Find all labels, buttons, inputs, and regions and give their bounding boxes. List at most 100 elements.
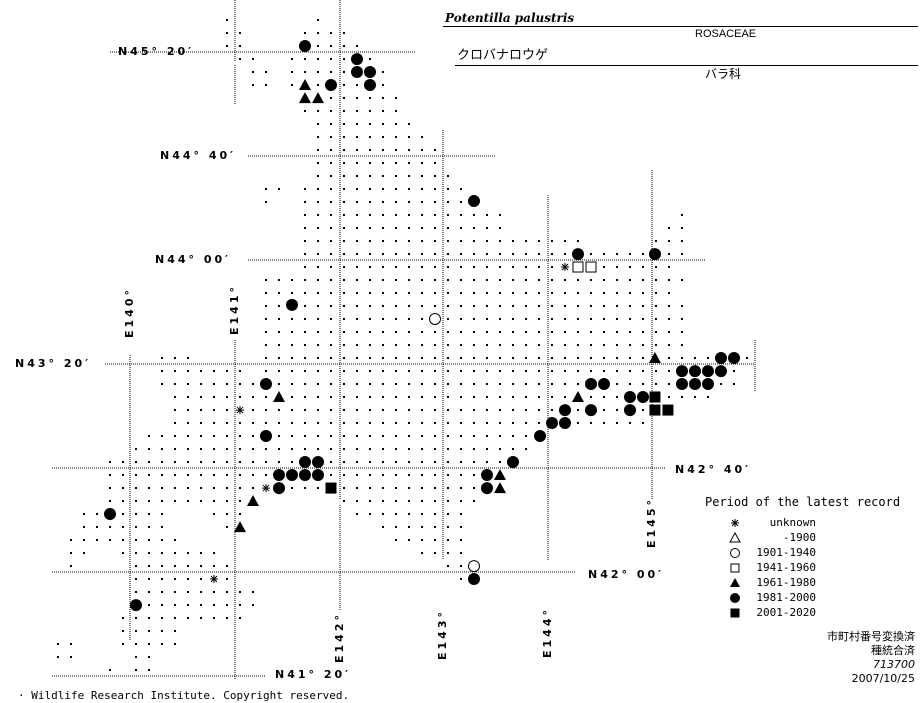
grid-dot	[330, 162, 332, 164]
grid-dot	[434, 240, 436, 242]
grid-dot	[733, 383, 735, 385]
grid-dot	[174, 396, 176, 398]
grid-dot	[96, 513, 98, 515]
grid-dot	[356, 253, 358, 255]
grid-dot	[330, 71, 332, 73]
grid-dot	[330, 97, 332, 99]
grid-dot	[486, 422, 488, 424]
japanese-name: クロバナロウゲ	[457, 48, 549, 63]
grid-dot	[330, 149, 332, 151]
grid-dot	[590, 318, 592, 320]
grid-dot	[538, 344, 540, 346]
legend-label: 2001-2020	[756, 606, 816, 619]
grid-dot	[200, 565, 202, 567]
grid-dot	[356, 214, 358, 216]
grid-dot	[135, 500, 137, 502]
grid-dot	[395, 318, 397, 320]
grid-dot	[187, 604, 189, 606]
grid-dot	[304, 110, 306, 112]
family-name: ROSACEAE	[695, 28, 757, 40]
grid-dot	[512, 305, 514, 307]
grid-dot	[356, 461, 358, 463]
grid-dot	[187, 396, 189, 398]
grid-dot	[395, 188, 397, 190]
grid-dot	[486, 227, 488, 229]
grid-dot	[330, 422, 332, 424]
grid-dot	[161, 448, 163, 450]
grid-dot	[148, 526, 150, 528]
legend-item: 1941-1960	[728, 561, 816, 575]
grid-dot	[447, 474, 449, 476]
grid-dot	[109, 474, 111, 476]
grid-dot	[434, 279, 436, 281]
grid-dot	[161, 552, 163, 554]
grid-dot	[239, 500, 241, 502]
grid-dot	[356, 370, 358, 372]
grid-dot	[317, 318, 319, 320]
grid-dot	[655, 383, 657, 385]
grid-dot	[525, 253, 527, 255]
grid-dot	[265, 292, 267, 294]
grid-dot	[161, 500, 163, 502]
open-triangle-marker	[729, 532, 741, 543]
grid-dot	[382, 422, 384, 424]
filled-square-marker	[649, 391, 661, 403]
grid-dot	[655, 240, 657, 242]
grid-dot	[330, 201, 332, 203]
grid-dot	[239, 513, 241, 515]
grid-dot	[135, 591, 137, 593]
grid-dot	[265, 331, 267, 333]
grid-dot	[499, 357, 501, 359]
grid-dot	[629, 331, 631, 333]
grid-dot	[681, 279, 683, 281]
grid-dot	[122, 526, 124, 528]
grid-dot	[616, 266, 618, 268]
grid-dot	[252, 71, 254, 73]
grid-dot	[577, 292, 579, 294]
grid-dot	[356, 500, 358, 502]
grid-dot	[668, 266, 670, 268]
grid-dot	[668, 357, 670, 359]
grid-dot	[317, 149, 319, 151]
grid-dot	[434, 539, 436, 541]
grid-dot	[460, 435, 462, 437]
grid-dot	[538, 331, 540, 333]
grid-dot	[564, 279, 566, 281]
grid-dot	[265, 344, 267, 346]
grid-dot	[317, 71, 319, 73]
grid-dot	[187, 461, 189, 463]
grid-dot	[343, 344, 345, 346]
open-square-marker	[572, 261, 584, 273]
grid-dot	[239, 487, 241, 489]
grid-dot	[629, 383, 631, 385]
grid-dot	[447, 357, 449, 359]
grid-dot	[174, 422, 176, 424]
grid-dot	[408, 253, 410, 255]
grid-dot	[213, 552, 215, 554]
grid-dot	[356, 474, 358, 476]
grid-dot	[343, 422, 345, 424]
grid-dot	[278, 448, 280, 450]
legend-label: unknown	[769, 516, 816, 529]
filled-circle-marker	[584, 404, 597, 417]
grid-dot	[343, 331, 345, 333]
grid-dot	[460, 513, 462, 515]
grid-dot	[447, 305, 449, 307]
grid-dot	[161, 526, 163, 528]
grid-dot	[343, 266, 345, 268]
grid-dot	[382, 487, 384, 489]
grid-dot	[226, 513, 228, 515]
grid-dot	[356, 435, 358, 437]
grid-dot	[317, 240, 319, 242]
grid-dot	[369, 331, 371, 333]
grid-dot	[200, 500, 202, 502]
lat-label: N42° 00′	[588, 568, 665, 581]
grid-dot	[317, 279, 319, 281]
grid-dot	[226, 422, 228, 424]
grid-dot	[447, 513, 449, 515]
grid-dot	[668, 279, 670, 281]
grid-dot	[551, 279, 553, 281]
filled-triangle-marker	[311, 92, 324, 104]
grid-dot	[486, 292, 488, 294]
grid-dot	[395, 292, 397, 294]
